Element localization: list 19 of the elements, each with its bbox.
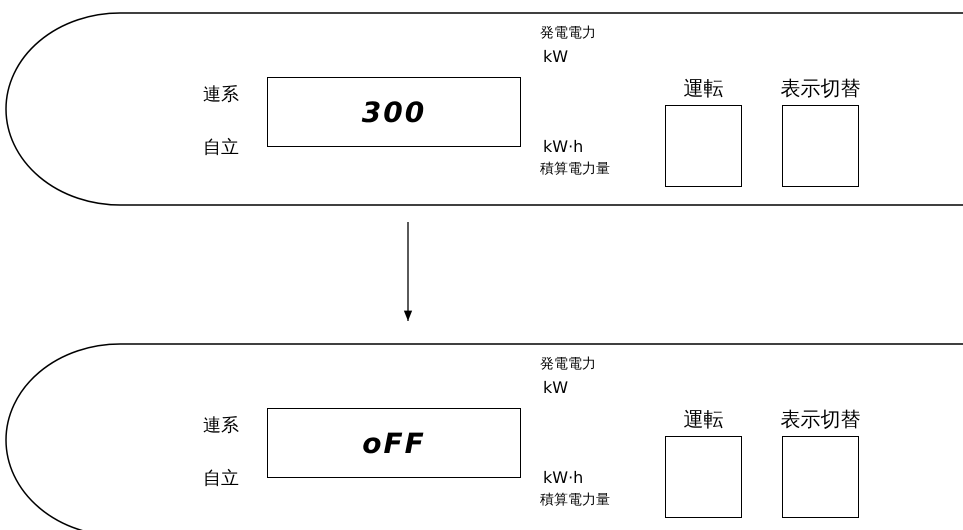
indicator-label: 積算電力量 bbox=[540, 493, 610, 507]
mode-label: 連系 bbox=[203, 417, 239, 435]
button-label: 表示切替 bbox=[780, 77, 860, 99]
button-label: 表示切替 bbox=[780, 408, 860, 430]
unit-label: kW·h bbox=[543, 139, 584, 155]
indicator-label: 発電電力 bbox=[540, 26, 596, 40]
arrow bbox=[404, 222, 412, 321]
button-label: 運転 bbox=[684, 408, 724, 430]
display: 300 bbox=[267, 77, 521, 147]
mode-label: 連系 bbox=[203, 86, 239, 104]
display: oFF bbox=[267, 408, 521, 478]
indicator-label: 積算電力量 bbox=[540, 162, 610, 176]
mode-label: 自立 bbox=[203, 139, 239, 157]
unit-label: kW bbox=[543, 49, 568, 65]
unit-label: kW·h bbox=[543, 470, 584, 486]
unit-label: kW bbox=[543, 380, 568, 396]
button-label: 運転 bbox=[684, 77, 724, 99]
indicator-label: 発電電力 bbox=[540, 357, 596, 371]
mode-label: 自立 bbox=[203, 470, 239, 488]
